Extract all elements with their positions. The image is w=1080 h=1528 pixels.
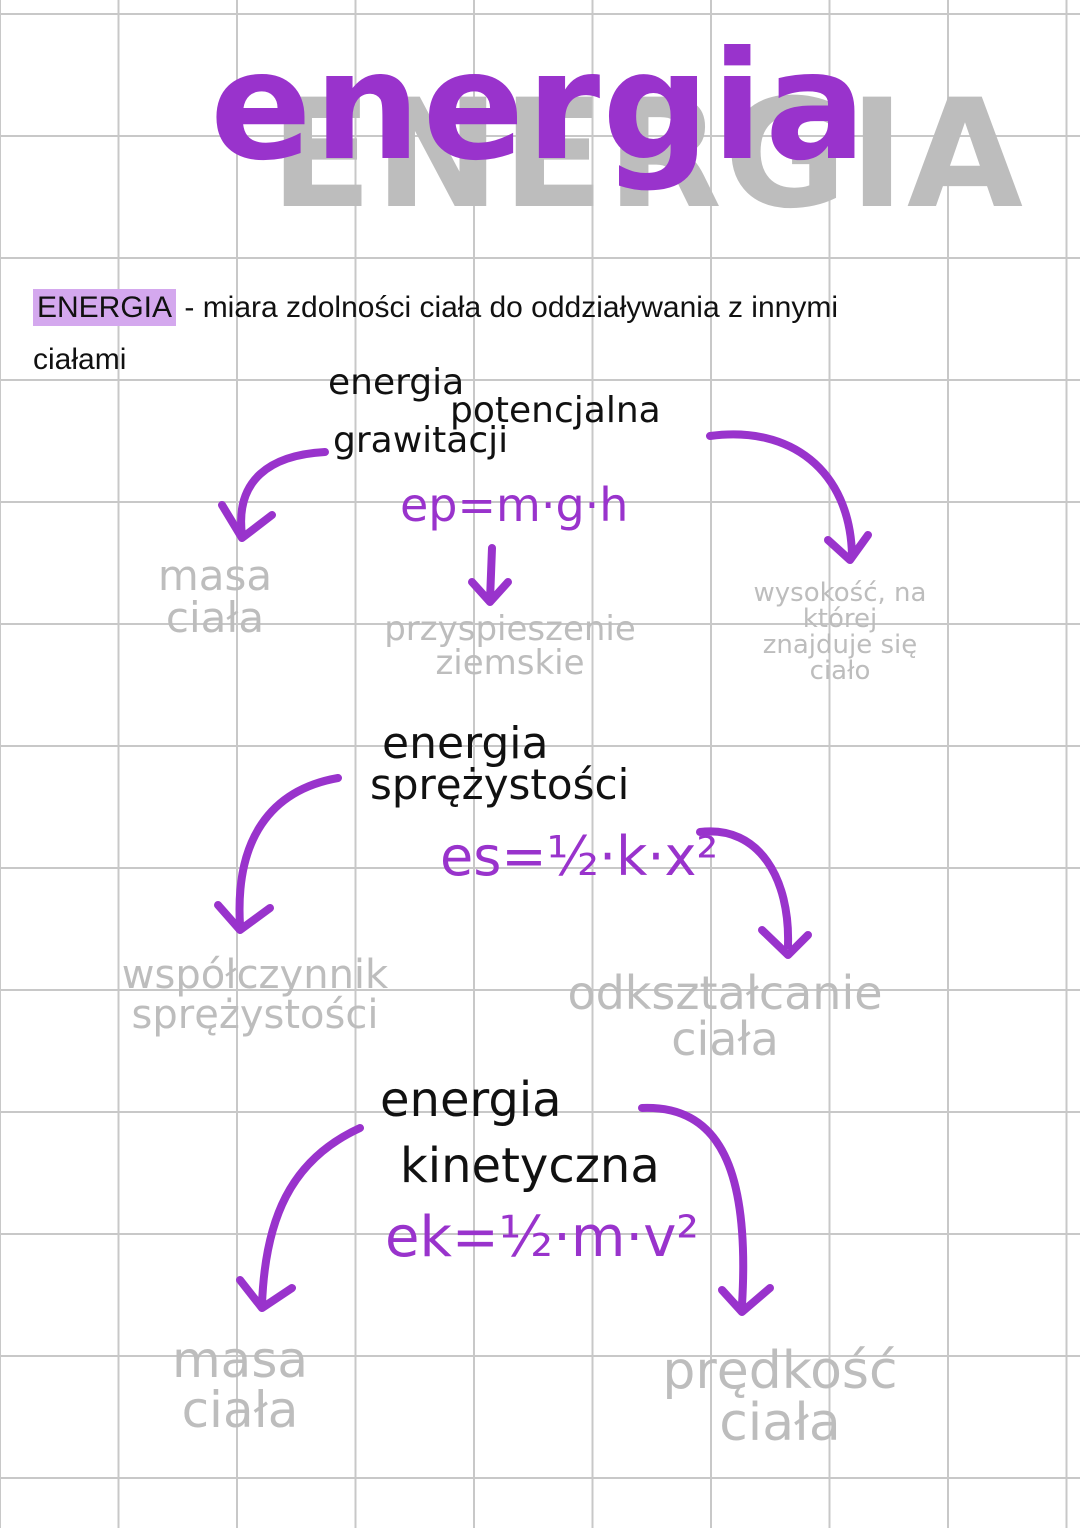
section1-formula: ep=m·g·h	[400, 478, 629, 532]
section2-heading-2: sprężystości	[370, 760, 630, 809]
arrow-to-mass-3	[236, 1124, 364, 1312]
section1-heading-2: potencjalna	[450, 390, 661, 431]
page-title: energia	[210, 20, 869, 194]
section1-heading-1: energia	[328, 362, 465, 403]
arrow-to-g	[468, 544, 512, 606]
section3-heading-2: kinetyczna	[400, 1138, 660, 1194]
section2-heading-1: energia	[382, 718, 549, 769]
label-masa-1: masa ciała	[157, 551, 273, 642]
label-wspolczynnik: współczynnik sprężystości	[121, 952, 389, 1038]
label-odksztalcanie: odkształcanie ciała	[567, 966, 883, 1066]
label-wysokosc: wysokość, na której znajduje się ciało	[753, 578, 927, 686]
section1-heading-3: grawitacji	[333, 420, 509, 461]
arrow-to-v	[638, 1103, 774, 1316]
label-przyspieszenie: przyspieszenie ziemskie	[384, 609, 636, 683]
label-predkosc: prędkość ciała	[662, 1341, 898, 1453]
section3-heading-1: energia	[380, 1072, 562, 1128]
arrow-to-height	[706, 430, 872, 564]
definition: ENERGIA - miara zdolności ciała do oddzi…	[33, 282, 933, 386]
section3-formula: ek=½·m·v²	[385, 1205, 699, 1270]
label-masa-3: masa ciała	[171, 1331, 309, 1439]
arrow-to-x	[696, 827, 812, 959]
arrow-to-mass-1	[218, 448, 329, 542]
definition-term: ENERGIA	[33, 289, 177, 326]
arrow-to-k	[214, 774, 342, 934]
definition-text: - miara zdolności ciała do oddziaływania…	[33, 291, 838, 376]
section2-formula: es=½·k·x²	[440, 825, 719, 888]
title-shadow: ENERGIA	[270, 68, 1025, 242]
